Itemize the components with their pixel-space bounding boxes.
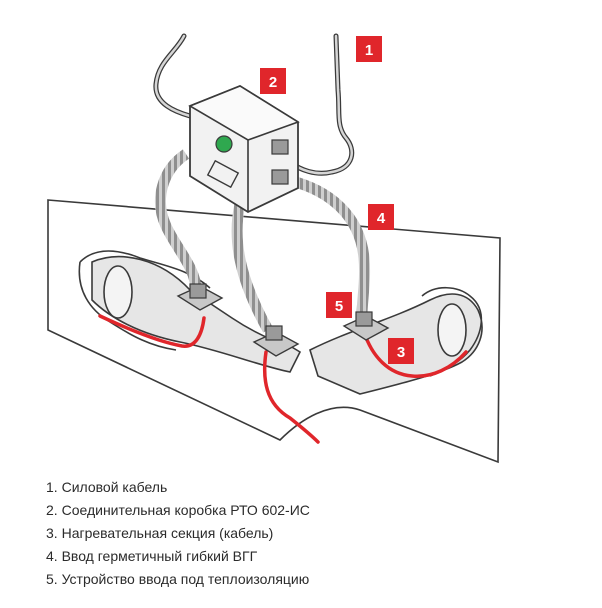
legend-number: 2. <box>46 502 58 518</box>
legend-number: 4. <box>46 548 58 564</box>
flex-conduit-right <box>286 174 371 317</box>
legend-text: Нагревательная секция (кабель) <box>61 525 274 541</box>
legend-number: 1. <box>46 479 58 495</box>
indicator-led-icon <box>215 135 233 153</box>
svg-text:4: 4 <box>377 210 386 227</box>
pipe-left <box>91 255 302 373</box>
legend-number: 3. <box>46 525 58 541</box>
flex-conduit-center <box>231 202 273 333</box>
flex-conduit-left <box>155 149 202 291</box>
svg-text:1: 1 <box>365 42 373 59</box>
heating-cable-left <box>98 314 206 348</box>
legend-text: Соединительная коробка РТО 602-ИС <box>61 502 310 518</box>
badge-5: 5 <box>326 292 352 318</box>
entry-device-left <box>176 283 224 311</box>
pipe-end-left <box>103 265 133 319</box>
svg-text:2: 2 <box>269 74 277 91</box>
installation-diagram: 1 2 4 5 3 <box>47 33 501 464</box>
pipe-end-right <box>437 303 467 357</box>
legend: 1. Силовой кабель 2. Соединительная коро… <box>46 476 310 591</box>
svg-text:5: 5 <box>335 298 343 315</box>
entry-device-right <box>342 311 390 341</box>
badge-3: 3 <box>388 338 414 364</box>
legend-text: Устройство ввода под теплоизоляцию <box>61 571 310 587</box>
badge-4: 4 <box>368 204 394 230</box>
legend-text: Ввод герметичный гибкий ВГГ <box>61 548 258 564</box>
badge-1: 1 <box>356 36 382 62</box>
legend-text: Силовой кабель <box>61 479 168 495</box>
entry-device-center <box>252 325 300 357</box>
legend-item-4: 4. Ввод герметичный гибкий ВГГ <box>46 545 310 568</box>
svg-text:3: 3 <box>397 344 405 361</box>
legend-item-1: 1. Силовой кабель <box>46 476 310 499</box>
legend-item-2: 2. Соединительная коробка РТО 602-ИС <box>46 499 310 522</box>
junction-box <box>188 84 300 214</box>
legend-number: 5. <box>46 571 58 587</box>
badge-2: 2 <box>260 68 286 94</box>
heating-cable-right <box>362 330 468 378</box>
legend-item-3: 3. Нагревательная секция (кабель) <box>46 522 310 545</box>
heating-cable-center <box>262 350 320 444</box>
legend-item-5: 5. Устройство ввода под теплоизоляцию <box>46 568 310 591</box>
